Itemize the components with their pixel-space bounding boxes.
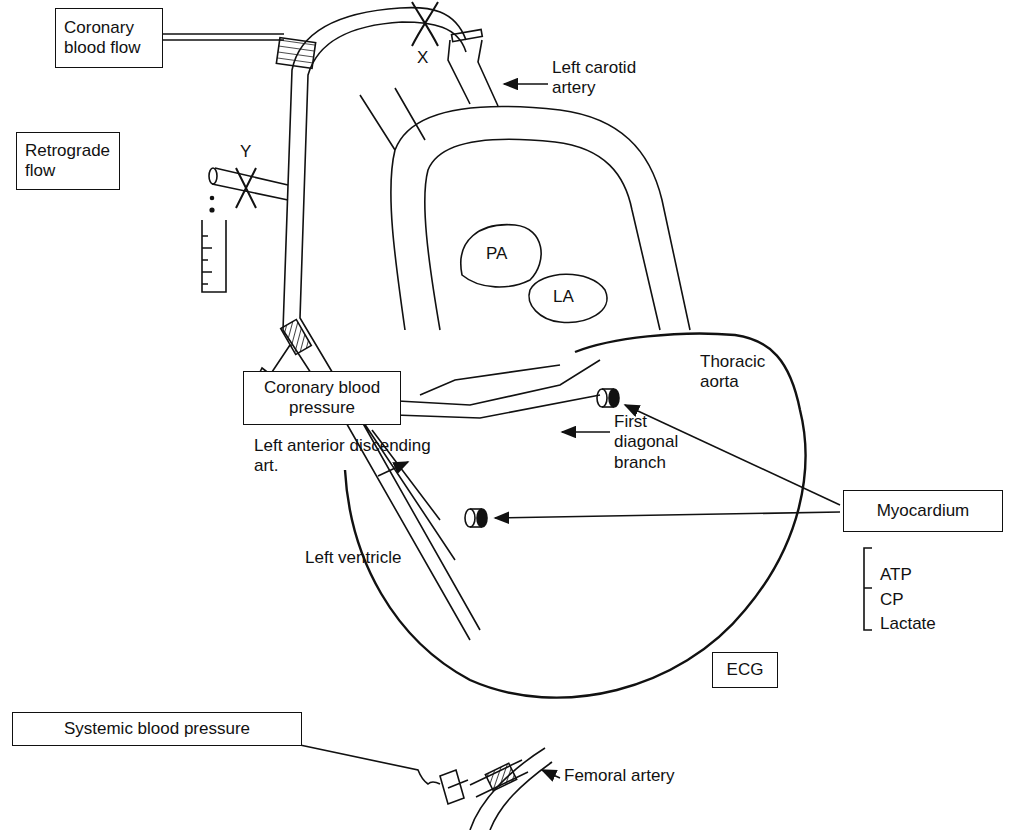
aorta-outer bbox=[391, 106, 690, 330]
tissue-sample bbox=[602, 388, 614, 390]
tissue-sample bbox=[602, 406, 614, 408]
tissue-sample bbox=[470, 526, 482, 528]
tube-inner bbox=[300, 22, 466, 402]
tissue-sample bbox=[477, 509, 487, 527]
tissue-sample bbox=[465, 509, 475, 527]
heart-outline bbox=[345, 334, 805, 698]
transducer-wire bbox=[300, 745, 440, 784]
probe-wire bbox=[160, 33, 284, 35]
branch-end bbox=[209, 168, 217, 184]
aorta-inner bbox=[425, 139, 660, 330]
box-text: Myocardium bbox=[877, 501, 970, 521]
pulmonary-artery bbox=[461, 225, 541, 287]
tissue-sample bbox=[609, 389, 619, 407]
leader-arrow bbox=[495, 512, 840, 518]
tissue-sample bbox=[470, 508, 482, 510]
part-label: CP bbox=[880, 590, 960, 610]
tissue-sample bbox=[597, 389, 607, 407]
part-label: Left carotid artery bbox=[552, 58, 652, 99]
graduated-cylinder bbox=[202, 220, 226, 292]
box-text: Coronary blood flow bbox=[64, 18, 154, 59]
part-label: PA bbox=[486, 244, 526, 264]
ligature bbox=[452, 29, 483, 41]
artery-branch bbox=[420, 365, 560, 395]
leader-arrow bbox=[378, 462, 408, 476]
measurement-box: Myocardium bbox=[843, 490, 1003, 532]
clamp-y bbox=[236, 168, 256, 208]
brachiocephalic bbox=[360, 88, 425, 150]
femoral-cannula bbox=[470, 760, 528, 797]
leader-arrow bbox=[504, 83, 548, 85]
cylinder-scale bbox=[202, 236, 212, 284]
part-label: Left ventricle bbox=[305, 548, 435, 568]
part-label: Y bbox=[240, 142, 264, 162]
drop bbox=[211, 197, 214, 200]
measurement-box: Coronary blood flow bbox=[55, 8, 163, 68]
pressure-cannula bbox=[281, 320, 312, 355]
part-label: Thoracic aorta bbox=[700, 352, 800, 393]
left-atrium bbox=[529, 274, 607, 322]
part-label: ATP bbox=[880, 565, 960, 585]
measurement-box: ECG bbox=[712, 652, 778, 688]
measurement-box: Coronary blood pressure bbox=[243, 371, 401, 425]
part-label: Femoral artery bbox=[564, 766, 704, 786]
clamp-x bbox=[412, 2, 438, 46]
measurement-box: Systemic blood pressure bbox=[12, 712, 302, 746]
part-label: Left anterior discending art. bbox=[254, 436, 440, 477]
left-carotid bbox=[448, 40, 498, 106]
leader-arrow bbox=[562, 431, 610, 433]
cannula-hatch bbox=[485, 763, 516, 791]
box-text: Systemic blood pressure bbox=[64, 719, 250, 739]
box-text: Retrograde flow bbox=[25, 141, 111, 182]
part-label: Lactate bbox=[880, 614, 970, 634]
flow-probe bbox=[276, 38, 315, 69]
pressure-transducer bbox=[440, 770, 468, 804]
part-label: LA bbox=[553, 287, 593, 307]
drop bbox=[210, 208, 214, 212]
part-label: X bbox=[417, 48, 441, 68]
part-label: First diagonal branch bbox=[614, 412, 710, 473]
leader-arrow bbox=[542, 770, 560, 778]
box-text: ECG bbox=[727, 660, 764, 680]
femoral-artery bbox=[470, 748, 552, 830]
first-diagonal-branch bbox=[380, 360, 600, 418]
measurement-box: Retrograde flow bbox=[16, 132, 120, 190]
bracket bbox=[864, 548, 872, 630]
box-text: Coronary blood pressure bbox=[252, 378, 392, 419]
probe-wire bbox=[160, 39, 284, 41]
